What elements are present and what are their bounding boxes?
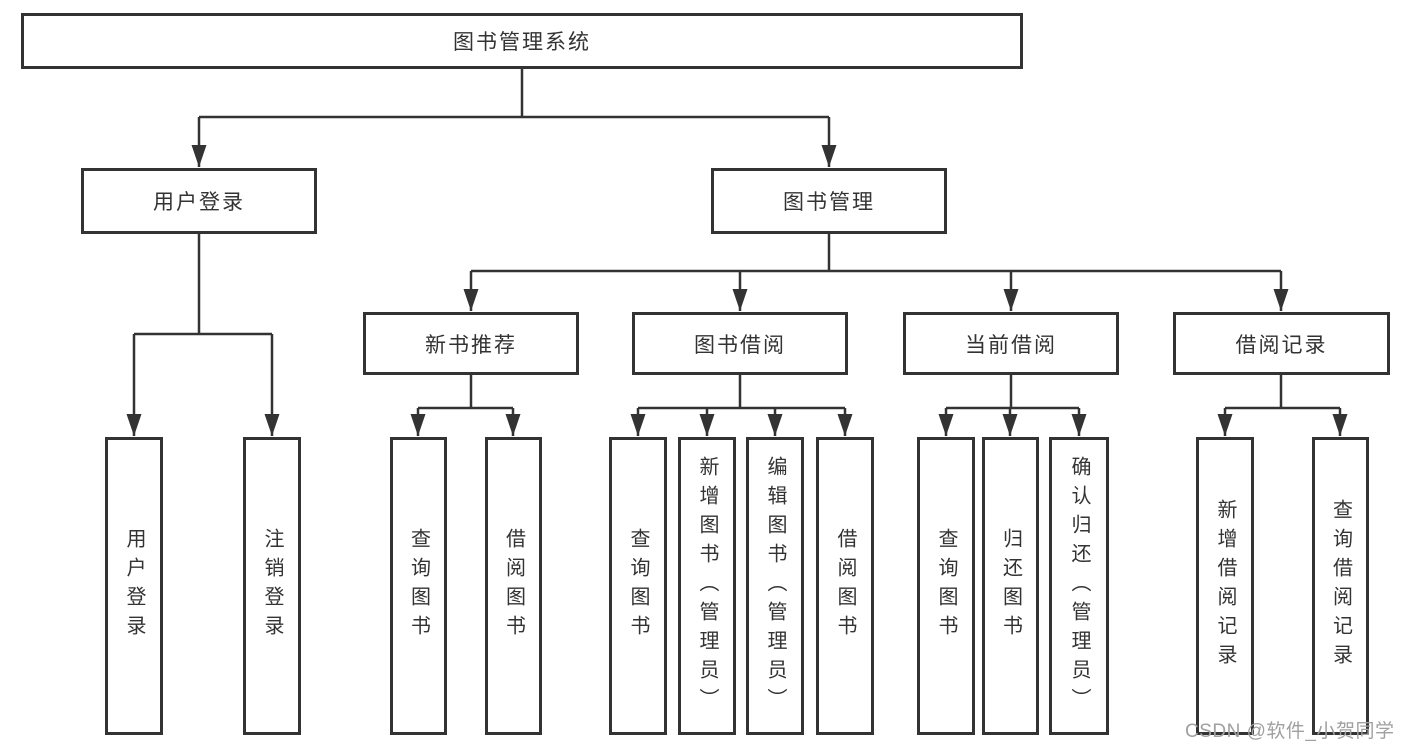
leaf-bb-add-books-admin-label: 新增图书（管理员） [696, 455, 718, 717]
node-current-borrow-label: 当前借阅 [965, 333, 1057, 357]
connectors-user-login-group [126, 234, 280, 436]
node-current-borrow: 当前借阅 [903, 312, 1119, 375]
leaf-nb-borrow-books: 借阅图书 [485, 437, 542, 735]
node-user-login-label: 用户登录 [153, 191, 245, 214]
connectors-borrow-records-group [1217, 375, 1348, 436]
leaf-logout-label: 注销登录 [261, 528, 283, 644]
node-book-management: 图书管理 [711, 168, 947, 234]
node-book-borrow-label: 图书借阅 [694, 333, 786, 357]
node-new-book-recommend: 新书推荐 [363, 312, 579, 375]
leaf-cb-confirm-return-admin-label: 确认归还（管理员） [1068, 455, 1090, 717]
node-book-borrow: 图书借阅 [632, 312, 848, 375]
leaf-cb-confirm-return-admin: 确认归还（管理员） [1049, 437, 1109, 735]
leaf-br-add-record: 新增借阅记录 [1196, 437, 1254, 735]
connectors-book-management-group [463, 234, 1289, 311]
leaf-br-add-record-label: 新增借阅记录 [1214, 499, 1236, 673]
node-new-book-recommend-label: 新书推荐 [425, 333, 517, 357]
leaf-bb-borrow-books: 借阅图书 [816, 437, 874, 735]
leaf-cb-query-books-label: 查询图书 [935, 528, 957, 644]
leaf-bb-query-books: 查询图书 [609, 437, 667, 735]
leaf-nb-query-books-label: 查询图书 [407, 528, 430, 644]
leaf-br-query-record: 查询借阅记录 [1312, 437, 1369, 735]
node-user-login: 用户登录 [81, 168, 317, 234]
leaf-user-login-action-label: 用户登录 [123, 528, 145, 644]
leaf-user-login-action: 用户登录 [105, 437, 163, 735]
connectors-root-to-level2 [191, 69, 837, 167]
leaf-cb-return-books-label: 归还图书 [999, 528, 1022, 644]
node-borrow-records: 借阅记录 [1173, 312, 1390, 375]
leaf-nb-query-books: 查询图书 [390, 437, 447, 735]
leaf-logout: 注销登录 [243, 437, 301, 735]
leaf-bb-edit-books-admin: 编辑图书（管理员） [746, 437, 804, 735]
leaf-bb-borrow-books-label: 借阅图书 [834, 528, 856, 644]
connectors-book-borrow-group [630, 375, 853, 436]
leaf-br-query-record-label: 查询借阅记录 [1329, 499, 1352, 673]
node-root-label: 图书管理系统 [453, 31, 591, 54]
leaf-cb-query-books: 查询图书 [917, 437, 975, 735]
node-borrow-records-label: 借阅记录 [1235, 333, 1328, 357]
watermark: CSDN @软件_小贺同学 [1185, 721, 1395, 742]
node-root: 图书管理系统 [21, 13, 1023, 69]
connectors-current-borrow-group [938, 375, 1087, 436]
leaf-bb-query-books-label: 查询图书 [627, 528, 649, 644]
node-book-management-label: 图书管理 [783, 191, 875, 214]
leaf-bb-add-books-admin: 新增图书（管理员） [678, 437, 736, 735]
connectors-new-book-group [410, 375, 521, 436]
leaf-bb-edit-books-admin-label: 编辑图书（管理员） [764, 455, 786, 717]
leaf-cb-return-books: 归还图书 [982, 437, 1039, 735]
leaf-nb-borrow-books-label: 借阅图书 [502, 528, 525, 644]
